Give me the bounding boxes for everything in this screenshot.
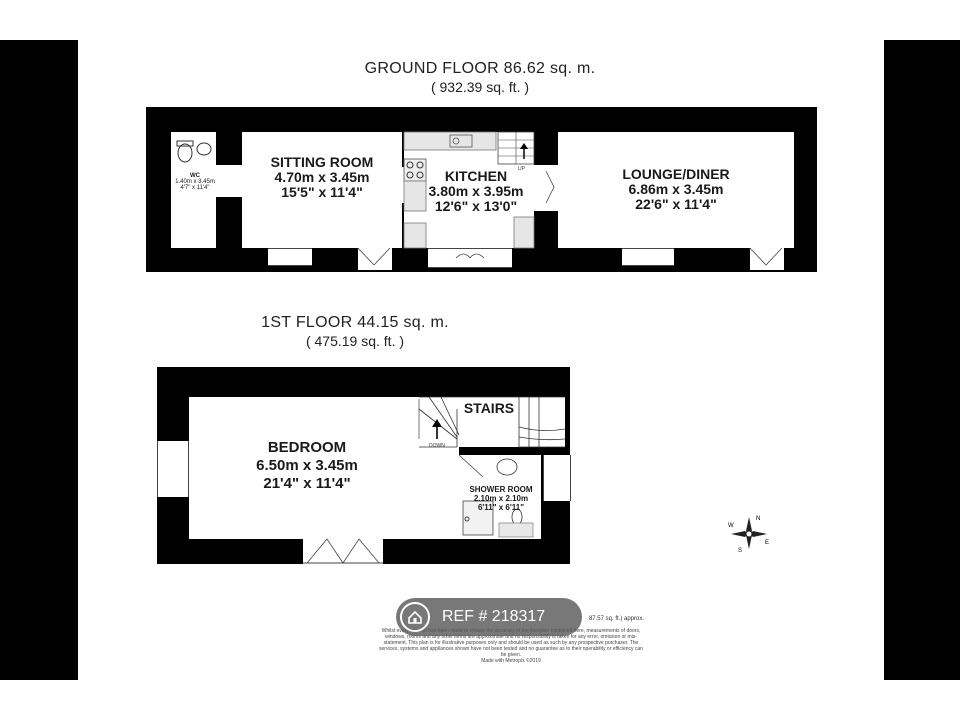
- ground-floor-title: GROUND FLOOR 86.62 sq. m.: [364, 60, 596, 77]
- first-floor-title: 1ST FLOOR 44.15 sq. m.: [261, 314, 449, 331]
- wc-name: WC: [190, 173, 200, 179]
- wc-label: WC 1.40m x 3.45m 4'7" x 11'4": [170, 173, 220, 191]
- shower-room-imperial: 6'11" x 6'11": [477, 503, 525, 512]
- wc-imperial: 4'7" x 11'4": [180, 185, 210, 191]
- bedroom-metric: 6.50m x 3.45m: [256, 457, 358, 474]
- lounge-diner-name: LOUNGE/DINER: [622, 166, 730, 182]
- compass-n: N: [756, 516, 760, 522]
- total-area-note: 87.57 sq. ft.) approx.: [588, 616, 644, 622]
- bedroom-room: [189, 397, 459, 539]
- shower-room-window: [543, 455, 571, 501]
- lounge-diner-label: LOUNGE/DINER 6.86m x 3.45m 22'6" x 11'4": [576, 167, 776, 212]
- wc-corridor: [216, 165, 242, 197]
- wc-metric: 1.40m x 3.45m: [175, 179, 215, 185]
- sitting-room-label: SITTING ROOM 4.70m x 3.45m 15'5" x 11'4": [242, 155, 402, 200]
- bedroom-imperial: 21'4" x 11'4": [263, 475, 351, 492]
- shower-room-label: SHOWER ROOM 2.10m x 2.10m 6'11" x 6'11": [461, 485, 541, 512]
- first-floor-fixtures: [303, 396, 566, 564]
- first-floor-subtitle: ( 475.19 sq. ft. ): [305, 333, 405, 349]
- left-black-bar: [0, 40, 78, 680]
- lounge-door: [750, 248, 784, 270]
- sitting-room-door: [358, 248, 392, 270]
- ground-floor-fixtures: [176, 131, 783, 266]
- compass-w: W: [728, 523, 734, 529]
- kitchen-imperial: 12'6" x 13'0": [434, 198, 518, 214]
- first-floor-heading: 1ST FLOOR 44.15 sq. m. ( 475.19 sq. ft. …: [220, 314, 490, 350]
- lounge-window: [622, 248, 674, 266]
- stairs-label: STAIRS: [463, 400, 515, 416]
- ground-stairs-up-label: UP: [518, 166, 525, 172]
- first-floor-plan: BEDROOM 6.50m x 3.45m 21'4" x 11'4" STAI…: [157, 367, 571, 564]
- ground-floor-plan: WC 1.40m x 3.45m 4'7" x 11'4" SITTING RO…: [146, 107, 817, 272]
- compass-e: E: [765, 540, 769, 546]
- ground-floor-subtitle: ( 932.39 sq. ft. ): [430, 79, 530, 95]
- kitchen-label: KITCHEN 3.80m x 3.95m 12'6" x 13'0": [418, 169, 534, 214]
- reference-text: REF # 218317: [442, 608, 546, 625]
- compass-rose-icon: N E S W: [728, 516, 769, 554]
- reference-badge: REF # 218317: [396, 598, 582, 636]
- stairs-down-label: DOWN: [429, 443, 445, 449]
- sitting-room-name: SITTING ROOM: [270, 154, 374, 170]
- sitting-room: [242, 132, 402, 248]
- bedroom-label: BEDROOM 6.50m x 3.45m 21'4" x 11'4": [217, 439, 397, 493]
- sitting-room-metric: 4.70m x 3.45m: [274, 169, 370, 185]
- right-black-bar: [884, 40, 960, 680]
- lounge-diner-metric: 6.86m x 3.45m: [628, 181, 724, 197]
- kitchen-name: KITCHEN: [444, 168, 508, 184]
- sitting-room-imperial: 15'5" x 11'4": [281, 184, 363, 200]
- bedroom-side-window: [157, 441, 189, 497]
- bedroom-name: BEDROOM: [267, 439, 347, 456]
- ground-floor-heading: GROUND FLOOR 86.62 sq. m. ( 932.39 sq. f…: [330, 60, 630, 96]
- lounge-diner-imperial: 22'6" x 11'4": [635, 196, 717, 212]
- kitchen-metric: 3.80m x 3.95m: [428, 183, 524, 199]
- shower-room-metric: 2.10m x 2.10m: [473, 494, 529, 503]
- kitchen-lounge-doorway: [534, 165, 558, 211]
- sitting-kitchen-doorway: [400, 167, 406, 203]
- compass-s: S: [738, 548, 742, 554]
- lounge-diner-room: [558, 132, 794, 248]
- sitting-room-window: [268, 248, 312, 266]
- first-floor-stairs-area: [419, 397, 565, 447]
- openrent-logo-icon: [400, 602, 430, 632]
- shower-room-name: SHOWER ROOM: [469, 485, 533, 494]
- metropix-credit: Made with Metropix ©2019: [481, 658, 541, 664]
